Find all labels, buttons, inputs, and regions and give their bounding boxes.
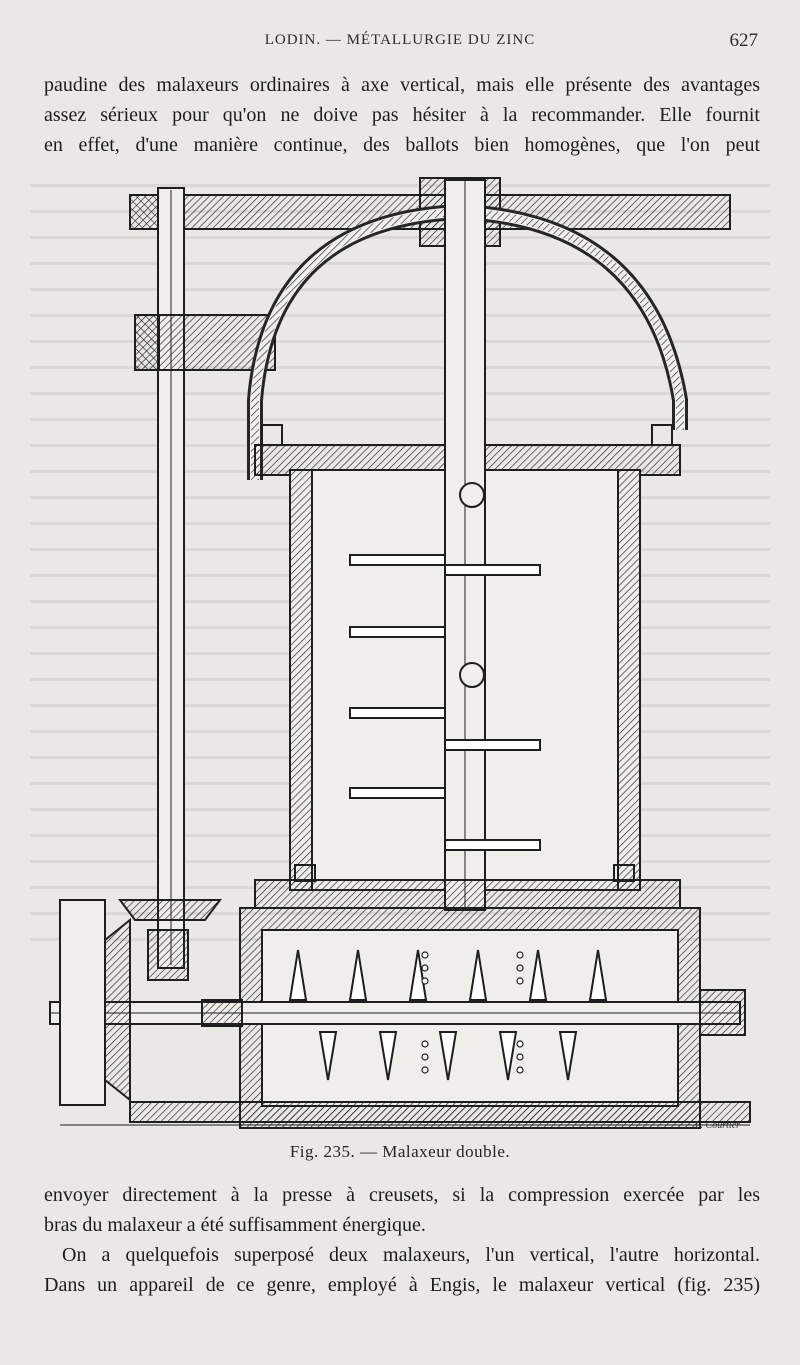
- text-line: bras du malaxeur a été suffisamment éner…: [44, 1214, 426, 1236]
- text-line: Dans un appareil de ce genre, employé à …: [44, 1274, 760, 1296]
- machine-engraving: [49, 177, 751, 1129]
- pulley: [59, 899, 106, 1106]
- text-line: envoyer directement à la presse à creuse…: [44, 1184, 760, 1206]
- running-title: LODIN. — MÉTALLURGIE DU ZINC: [264, 32, 536, 48]
- text-line: paudine des malaxeurs ordinaires à axe v…: [44, 74, 760, 96]
- top-paragraph: paudine des malaxeurs ordinaires à axe v…: [44, 70, 760, 160]
- figure-malaxeur-double: [40, 160, 760, 1140]
- text-line: On a quelquefois superposé deux malaxeur…: [62, 1244, 760, 1266]
- text-line: assez sérieux pour qu'on ne doive pas hé…: [44, 104, 760, 126]
- text-line: en effet, d'une manière continue, des ba…: [44, 134, 760, 156]
- base: [129, 1101, 751, 1123]
- lower-flange: [254, 879, 681, 909]
- running-head: LODIN. — MÉTALLURGIE DU ZINC 627: [42, 30, 759, 58]
- bottom-paragraph: envoyer directement à la presse à creuse…: [44, 1180, 760, 1300]
- engraver-signature: L. Courtier: [694, 1120, 740, 1131]
- figure-caption: Fig. 235. — Malaxeur double.: [289, 1142, 511, 1161]
- page-number: 627: [729, 30, 759, 51]
- bevel-gear: [118, 899, 222, 921]
